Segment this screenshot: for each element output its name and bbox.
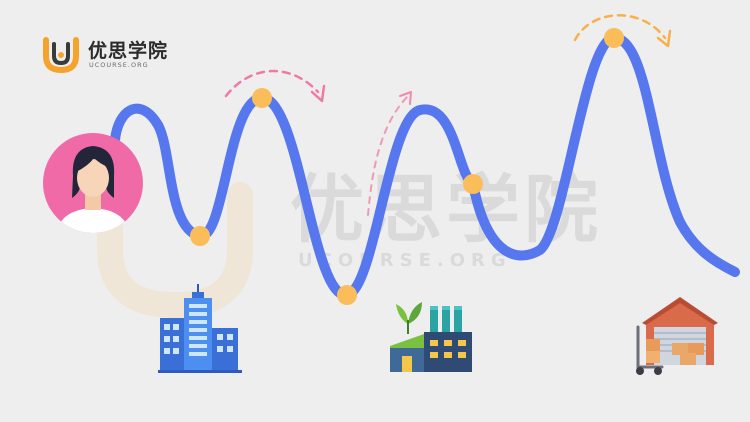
warehouse-delivery-icon [636, 297, 718, 375]
milestone-dot [604, 28, 624, 48]
brand-name: 优思学院 [88, 40, 169, 62]
milestone-dot [463, 174, 483, 194]
progress-arrow-icon [367, 91, 412, 216]
eco-factory-icon [390, 302, 472, 372]
milestone-dot [252, 88, 272, 108]
office-building-icon [158, 284, 242, 373]
journey-path [110, 32, 740, 300]
brand-subtitle: UCOURSE.ORG [89, 61, 149, 69]
milestone-dot [337, 285, 357, 305]
brand-logo: 优思学院 UCOURSE.ORG [40, 34, 180, 74]
progress-arrow-icon [573, 14, 672, 48]
person-avatar-icon [43, 133, 143, 233]
milestone-dot [190, 226, 210, 246]
progress-arrow-icon [224, 69, 326, 103]
logo-icon [43, 37, 79, 74]
watermark-brand-subtitle: UCOURSE.ORG [298, 250, 512, 271]
